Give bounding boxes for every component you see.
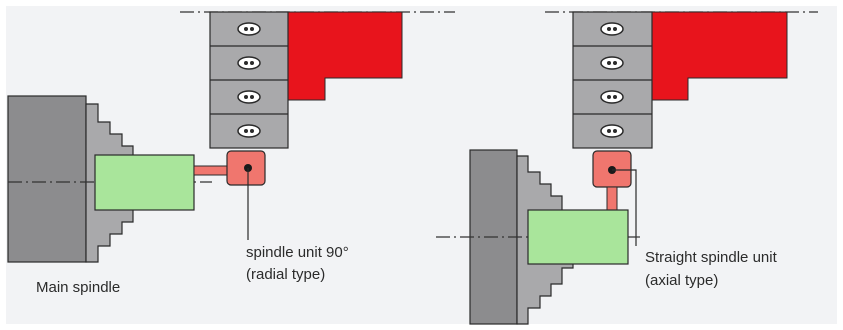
axial-label-title: Straight spindle unit bbox=[645, 249, 777, 266]
axial-leader-line bbox=[612, 169, 637, 246]
left-workpiece bbox=[94, 154, 195, 211]
axial-label-type: (axial type) bbox=[645, 272, 719, 289]
radial-label-type: (radial type) bbox=[246, 266, 326, 283]
right-workpiece bbox=[527, 209, 629, 265]
right-tool-turret bbox=[572, 11, 653, 149]
main-spindle-label: Main spindle bbox=[36, 279, 121, 296]
axial-tool-bit bbox=[606, 186, 618, 212]
left-tool-turret bbox=[209, 11, 289, 149]
radial-tool-bit bbox=[193, 165, 229, 176]
radial-label-title: spindle unit 90° bbox=[246, 244, 349, 261]
